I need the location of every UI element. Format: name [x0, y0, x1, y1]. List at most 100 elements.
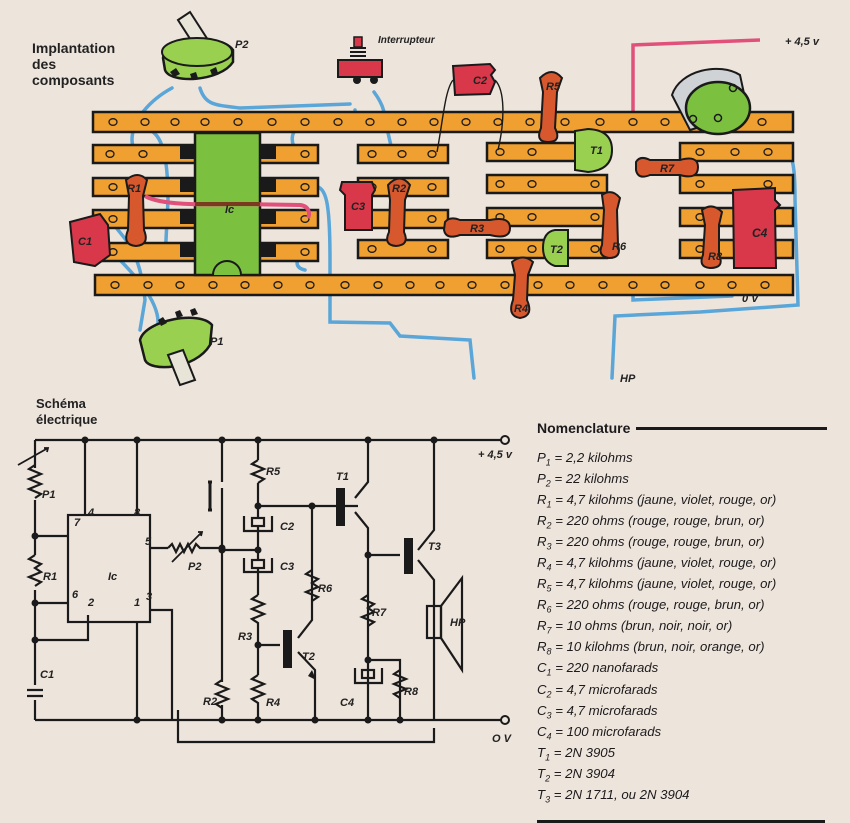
nomenclature-title-rule: [636, 426, 827, 430]
switch-interrupteur: [337, 36, 383, 84]
component-symbol: C: [537, 723, 547, 739]
nomenclature-header: Nomenclature: [537, 420, 827, 436]
component-index: 2: [545, 478, 551, 489]
nomenclature-bottom-rule: [537, 819, 825, 823]
schematic-r2-label: R2: [203, 696, 217, 708]
layout-title-line: des: [32, 56, 57, 72]
r2-resistor: [386, 177, 412, 248]
r1-label: R1: [127, 183, 141, 195]
component-index: 1: [545, 752, 551, 763]
nomenclature-item: R6 = 220 ohms (rouge, rouge, brun, or): [537, 597, 827, 618]
pin-7: 7: [74, 517, 81, 529]
schematic-t3-label: T3: [428, 541, 441, 553]
component-symbol: P: [537, 450, 546, 465]
c2-label: C2: [473, 75, 487, 87]
r6-resistor: [599, 191, 622, 260]
r5-label: R5: [546, 81, 561, 93]
pin-5: 5: [145, 536, 152, 548]
pin-6: 6: [72, 589, 79, 601]
component-value: = 2N 1711, ou 2N 3904: [553, 786, 690, 802]
schematic-p2-label: P2: [188, 561, 201, 573]
nomenclature-item: R4 = 4,7 kilohms (jaune, violet, rouge, …: [537, 555, 827, 576]
component-value: = 4,7 kilohms (jaune, violet, rouge, or): [555, 492, 777, 508]
nomenclature-item: C3 = 4,7 microfarads: [537, 703, 827, 724]
nomenclature-item: R8 = 10 kilohms (brun, noir, orange, or): [537, 639, 827, 660]
pin-2: 2: [87, 597, 94, 609]
component-symbol: R: [537, 555, 547, 571]
component-symbol: R: [537, 597, 547, 613]
schematic-r3-label: R3: [238, 631, 252, 643]
pin-1: 1: [134, 597, 140, 609]
component-index: 1: [546, 499, 552, 510]
c4-label: C4: [752, 226, 768, 240]
nomenclature-item: P1 = 2,2 kilohms: [537, 450, 827, 471]
component-value: = 100 microfarads: [555, 723, 662, 739]
component-index: 8: [546, 647, 552, 658]
nomenclature-title: Nomenclature: [537, 420, 631, 436]
schematic-title-line: électrique: [36, 412, 98, 427]
schematic-ic-label: Ic: [108, 571, 117, 583]
pin-3: 3: [146, 591, 152, 603]
nomenclature-item: R7 = 10 ohms (brun, noir, noir, or): [537, 618, 827, 639]
component-value: = 4,7 microfarads: [555, 681, 658, 697]
component-index: 1: [545, 457, 551, 468]
schematic-c2-label: C2: [280, 521, 294, 533]
t2-label: T2: [550, 244, 563, 256]
c3-capacitor: [338, 181, 377, 231]
component-symbol: R: [537, 513, 547, 529]
c4-capacitor: [731, 186, 782, 269]
component-symbol: R: [537, 492, 547, 508]
pin-4: 4: [87, 507, 94, 519]
p1-label: P1: [210, 336, 223, 348]
c1-label: C1: [78, 236, 92, 248]
component-symbol: P: [537, 471, 546, 487]
component-value: = 10 ohms (brun, noir, noir, or): [555, 618, 733, 634]
nomenclature-item: C2 = 4,7 microfarads: [537, 682, 827, 703]
schematic-wires: [17, 438, 505, 744]
schematic-r8-label: R8: [404, 686, 419, 698]
nomenclature-item: R3 = 220 ohms (rouge, rouge, brun, or): [537, 534, 827, 555]
zero-terminal: [500, 715, 510, 725]
layout-title-line: Implantation: [32, 40, 116, 56]
component-index: 2: [546, 520, 552, 531]
nomenclature-item: R2 = 220 ohms (rouge, rouge, brun, or): [537, 513, 827, 534]
nomenclature-item: T1 = 2N 3905: [537, 745, 827, 766]
c2-capacitor: [451, 62, 497, 97]
component-value: = 10 kilohms (brun, noir, orange, or): [555, 639, 765, 655]
component-symbol: T: [537, 765, 546, 781]
schematic-zero-label: O V: [492, 733, 513, 745]
component-value: = 4,7 microfarads: [555, 702, 658, 718]
t2-base-bar: [283, 630, 292, 668]
r4-label: R4: [514, 303, 528, 315]
schematic-plus-label: + 4,5 v: [478, 449, 513, 461]
component-index: 7: [546, 626, 552, 637]
component-index: 2: [546, 689, 552, 700]
component-index: 5: [546, 583, 552, 594]
r7-resistor: [635, 156, 700, 178]
layout-title-line: composants: [32, 72, 115, 88]
electrical-schematic: + 4,5 v O V Ic HP 7 4 8 5 6 2 1 3 P1 P2 …: [17, 435, 513, 745]
schematic-c4-label: C4: [340, 697, 354, 709]
component-symbol: R: [537, 576, 547, 592]
component-value: = 2N 3905: [553, 744, 615, 760]
schematic-r5-label: R5: [266, 466, 281, 478]
component-index: 1: [546, 668, 552, 679]
r3-label: R3: [470, 223, 484, 235]
r1-resistor: [124, 174, 149, 248]
r8-label: R8: [708, 251, 723, 263]
component-value: = 220 ohms (rouge, rouge, brun, or): [555, 534, 765, 550]
nomenclature-item: R1 = 4,7 kilohms (jaune, violet, rouge, …: [537, 492, 827, 513]
component-index: 6: [546, 604, 552, 615]
component-symbol: C: [537, 702, 547, 718]
schematic-r7-label: R7: [372, 607, 387, 619]
t3-base-bar: [404, 538, 413, 574]
plus-terminal: [500, 435, 510, 445]
component-index: 3: [545, 794, 551, 805]
component-index: 3: [546, 710, 552, 721]
layout-zero-label: 0 V: [742, 293, 760, 305]
schematic-p1-label: P1: [42, 489, 55, 501]
nomenclature-item: C4 = 100 microfarads: [537, 724, 827, 745]
speaker-hp-component: [670, 67, 752, 136]
